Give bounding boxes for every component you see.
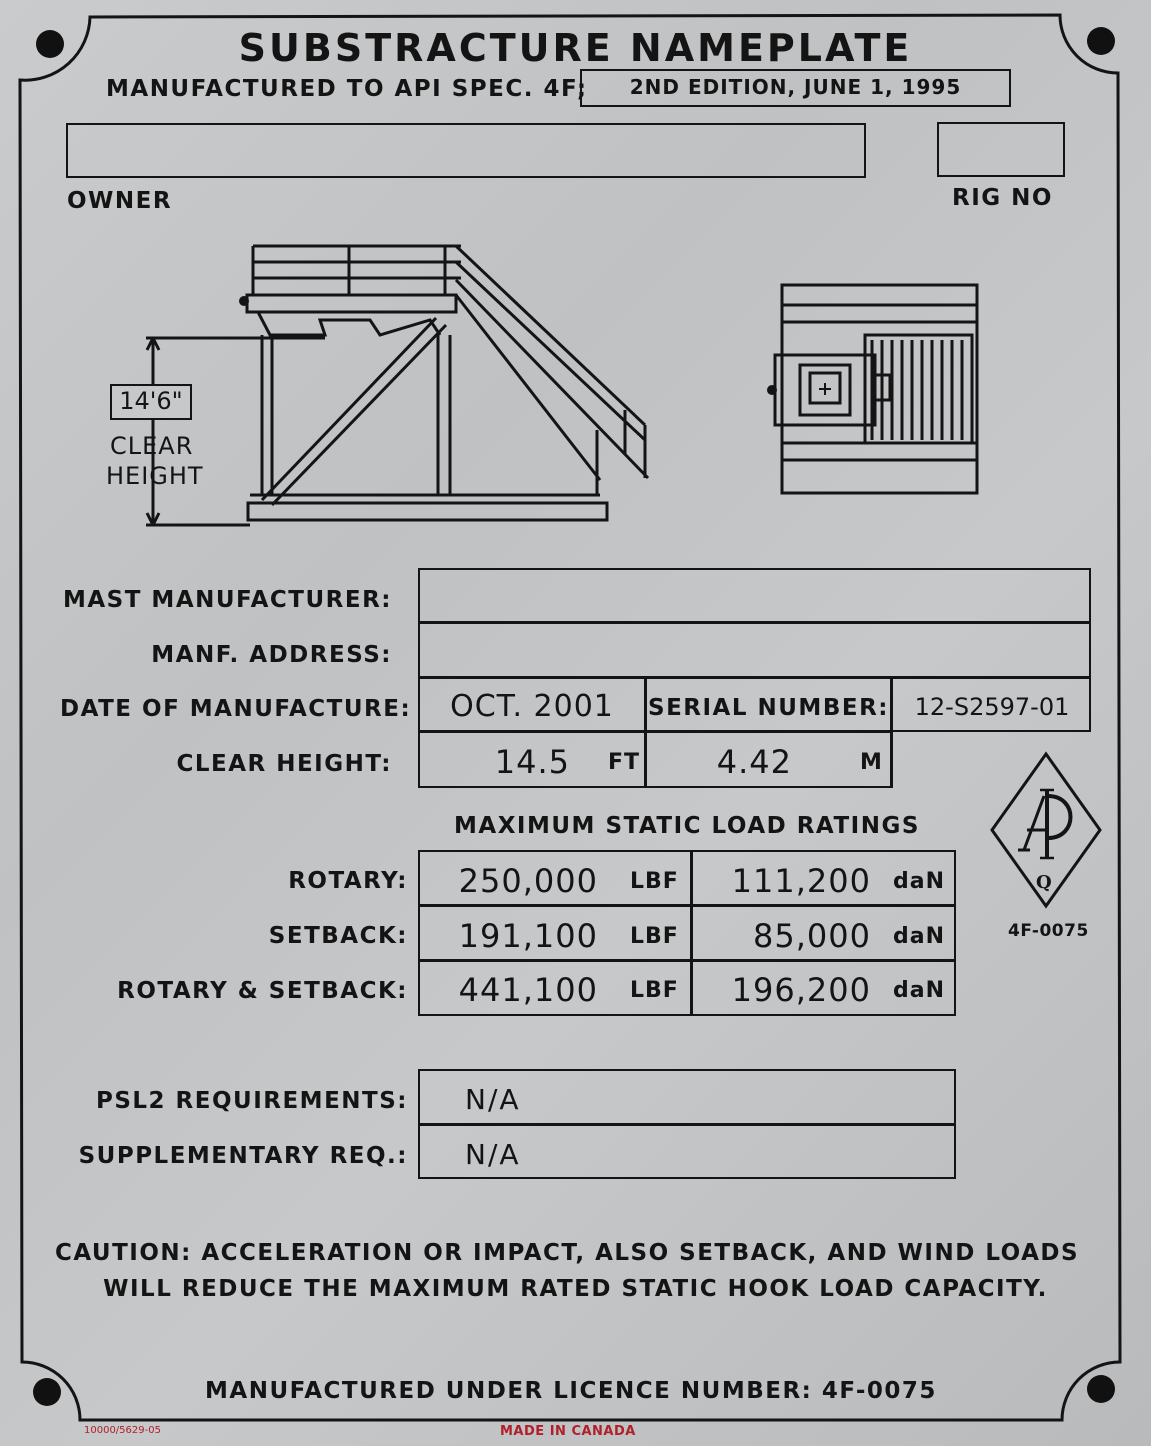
caution-line-1: CAUTION: ACCELERATION OR IMPACT, ALSO SE…: [54, 1240, 1080, 1266]
load-ratings-table: [418, 850, 956, 1016]
psl2-requirements-label: PSL2 REQUIREMENTS:: [95, 1088, 408, 1114]
owner-label: OWNER: [67, 188, 173, 214]
date-of-manufacture-value: OCT. 2001: [450, 689, 614, 724]
plate-title: SUBSTRACTURE NAMEPLATE: [238, 26, 913, 70]
height-tag-value: 14'6": [119, 387, 183, 415]
rotary-setback-lbf-unit: LBF: [630, 978, 679, 1003]
rotary-setback-lbf-value: 441,100: [458, 971, 598, 1009]
clear-height-ft-unit: FT: [608, 750, 641, 775]
part-number: 10000/5629-05: [84, 1425, 161, 1436]
serial-number-label: SERIAL NUMBER:: [648, 695, 889, 721]
manf-address-label: MANF. ADDRESS:: [151, 642, 392, 668]
mounting-hole-bottom-right: [1087, 1375, 1115, 1403]
mounting-hole-bottom-left: [33, 1378, 61, 1406]
date-of-manufacture-label: DATE OF MANUFACTURE:: [60, 696, 412, 722]
rotary-dan-value: 111,200: [731, 862, 871, 900]
load-row-label-setback: SETBACK:: [268, 923, 408, 949]
clear-height-table: [418, 731, 893, 788]
mounting-hole-top-left: [36, 30, 64, 58]
psl2-requirements-value: N/A: [465, 1083, 521, 1116]
clear-height-label: CLEAR HEIGHT:: [176, 751, 392, 777]
clear-height-ft-value: 14.5: [494, 743, 570, 781]
spec-edition-box: 2ND EDITION, JUNE 1, 1995: [580, 69, 1011, 107]
rotary-lbf-unit: LBF: [630, 869, 679, 894]
owner-field: [66, 123, 866, 178]
rotary-lbf-value: 250,000: [458, 862, 598, 900]
setback-dan-unit: daN: [893, 924, 946, 949]
caution-line-2: WILL REDUCE THE MAXIMUM RATED STATIC HOO…: [103, 1276, 1048, 1302]
rig-no-field: [937, 122, 1065, 177]
spec-label: MANUFACTURED TO API SPEC. 4F;: [106, 76, 588, 102]
rig-no-label: RIG NO: [952, 185, 1053, 211]
api-monogram-q: Q: [1036, 872, 1052, 893]
setback-dan-value: 85,000: [753, 917, 871, 955]
clear-height-m-unit: M: [860, 750, 883, 775]
mast-manufacturer-label: MAST MANUFACTURER:: [62, 587, 392, 613]
api-licence-code: 4F-0075: [1008, 921, 1089, 941]
clear-height-m-value: 4.42: [716, 743, 792, 781]
spec-edition: 2ND EDITION, JUNE 1, 1995: [629, 75, 962, 99]
setback-lbf-value: 191,100: [458, 917, 598, 955]
licence-number-line: MANUFACTURED UNDER LICENCE NUMBER: 4F-00…: [205, 1378, 937, 1404]
rotary-dan-unit: daN: [893, 869, 946, 894]
setback-lbf-unit: LBF: [630, 924, 679, 949]
diagram-caption-clear: CLEAR: [110, 432, 194, 460]
load-row-label-rotary-setback: ROTARY & SETBACK:: [117, 978, 408, 1004]
load-row-label-rotary: ROTARY:: [288, 868, 408, 894]
mounting-hole-top-right: [1087, 27, 1115, 55]
made-in-canada: MADE IN CANADA: [500, 1424, 636, 1439]
diagram-caption-height: HEIGHT: [106, 462, 204, 490]
load-ratings-title: MAXIMUM STATIC LOAD RATINGS: [454, 813, 920, 839]
rotary-setback-dan-value: 196,200: [731, 971, 871, 1009]
rotary-setback-dan-unit: daN: [893, 978, 946, 1003]
supplementary-req-value: N/A: [465, 1138, 521, 1171]
serial-number-value: 12-S2597-01: [914, 693, 1070, 721]
height-tag: 14'6": [110, 384, 192, 420]
supplementary-req-label: SUPPLEMENTARY REQ.:: [78, 1143, 408, 1169]
